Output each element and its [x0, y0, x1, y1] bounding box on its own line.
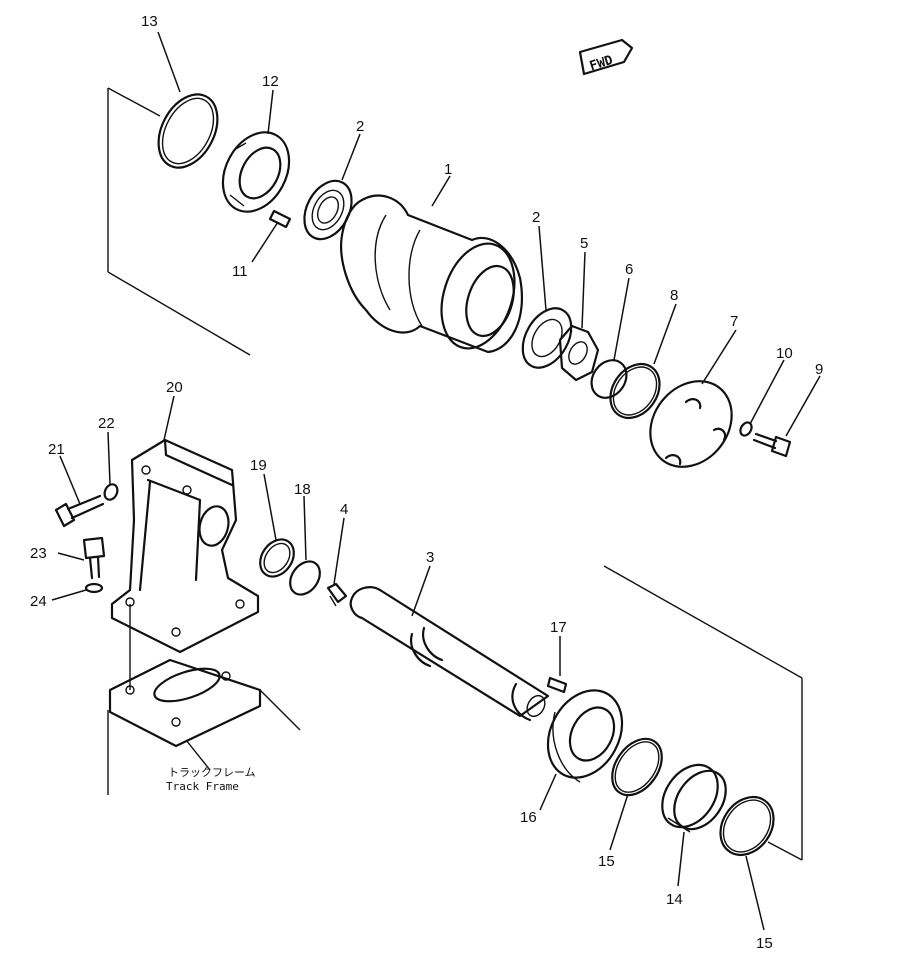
part-number-labels: 13 12 2 1 11 2 5 6 8 7 10 9 20 22 21 19 …: [30, 13, 823, 952]
fwd-arrow-icon: FWD: [578, 38, 634, 76]
bearing-2-right: [521, 307, 573, 369]
o-ring-15-right: [719, 796, 775, 856]
cover-7: [649, 380, 733, 468]
label-9: 9: [815, 361, 823, 378]
pin-17: [546, 676, 568, 694]
label-12: 12: [262, 73, 279, 90]
label-10: 10: [776, 345, 793, 362]
label-18: 18: [294, 481, 311, 498]
label-1: 1: [444, 161, 452, 178]
pin-11: [268, 209, 292, 229]
washer-24: [84, 582, 104, 594]
label-14: 14: [666, 891, 683, 908]
label-2-right: 2: [532, 209, 540, 226]
label-15-right: 15: [756, 935, 773, 952]
bracket-20: [110, 438, 260, 654]
label-13: 13: [141, 13, 158, 30]
label-16: 16: [520, 809, 537, 826]
label-23: 23: [30, 545, 47, 562]
lock-nut-5: [558, 324, 600, 382]
washer-22: [103, 483, 119, 501]
label-20: 20: [166, 379, 183, 396]
label-24: 24: [30, 593, 47, 610]
bolt-21: [54, 494, 105, 528]
washer-10: [739, 421, 753, 437]
label-3: 3: [426, 549, 434, 566]
track-frame-label-en: Track Frame: [166, 780, 239, 793]
label-8: 8: [670, 287, 678, 304]
label-4: 4: [340, 501, 348, 518]
shaft-3: [349, 586, 550, 722]
label-17: 17: [550, 619, 567, 636]
fwd-text: FWD: [588, 53, 615, 75]
label-15-center: 15: [598, 853, 615, 870]
o-ring-8: [609, 363, 661, 419]
plug-4: [326, 582, 348, 607]
label-19: 19: [250, 457, 267, 474]
track-frame-plate: [107, 604, 301, 795]
label-2-left: 2: [356, 118, 364, 135]
bolt-9: [752, 432, 792, 458]
label-11: 11: [232, 263, 248, 280]
bolt-23: [82, 536, 106, 580]
label-21: 21: [48, 441, 65, 458]
seal-flange-16: [546, 689, 624, 783]
ring-6: [590, 359, 628, 399]
label-6: 6: [625, 261, 633, 278]
floating-seal-14: [661, 763, 727, 833]
label-5: 5: [580, 235, 588, 252]
o-ring-15-center: [611, 737, 663, 797]
upper-group-bracket: [107, 87, 251, 356]
label-22: 22: [98, 415, 115, 432]
roller-body-1: [340, 194, 523, 354]
lower-group-bracket: [603, 565, 803, 861]
track-frame-caption: トラックフレーム Track Frame: [166, 766, 256, 793]
track-frame-label-jp: トラックフレーム: [168, 766, 256, 779]
seal-flange-12: [221, 131, 291, 213]
o-ring-18: [289, 560, 321, 596]
o-ring-13: [157, 93, 219, 169]
leader-lines: [51, 31, 821, 931]
label-7: 7: [730, 313, 738, 330]
ring-19: [259, 538, 295, 578]
